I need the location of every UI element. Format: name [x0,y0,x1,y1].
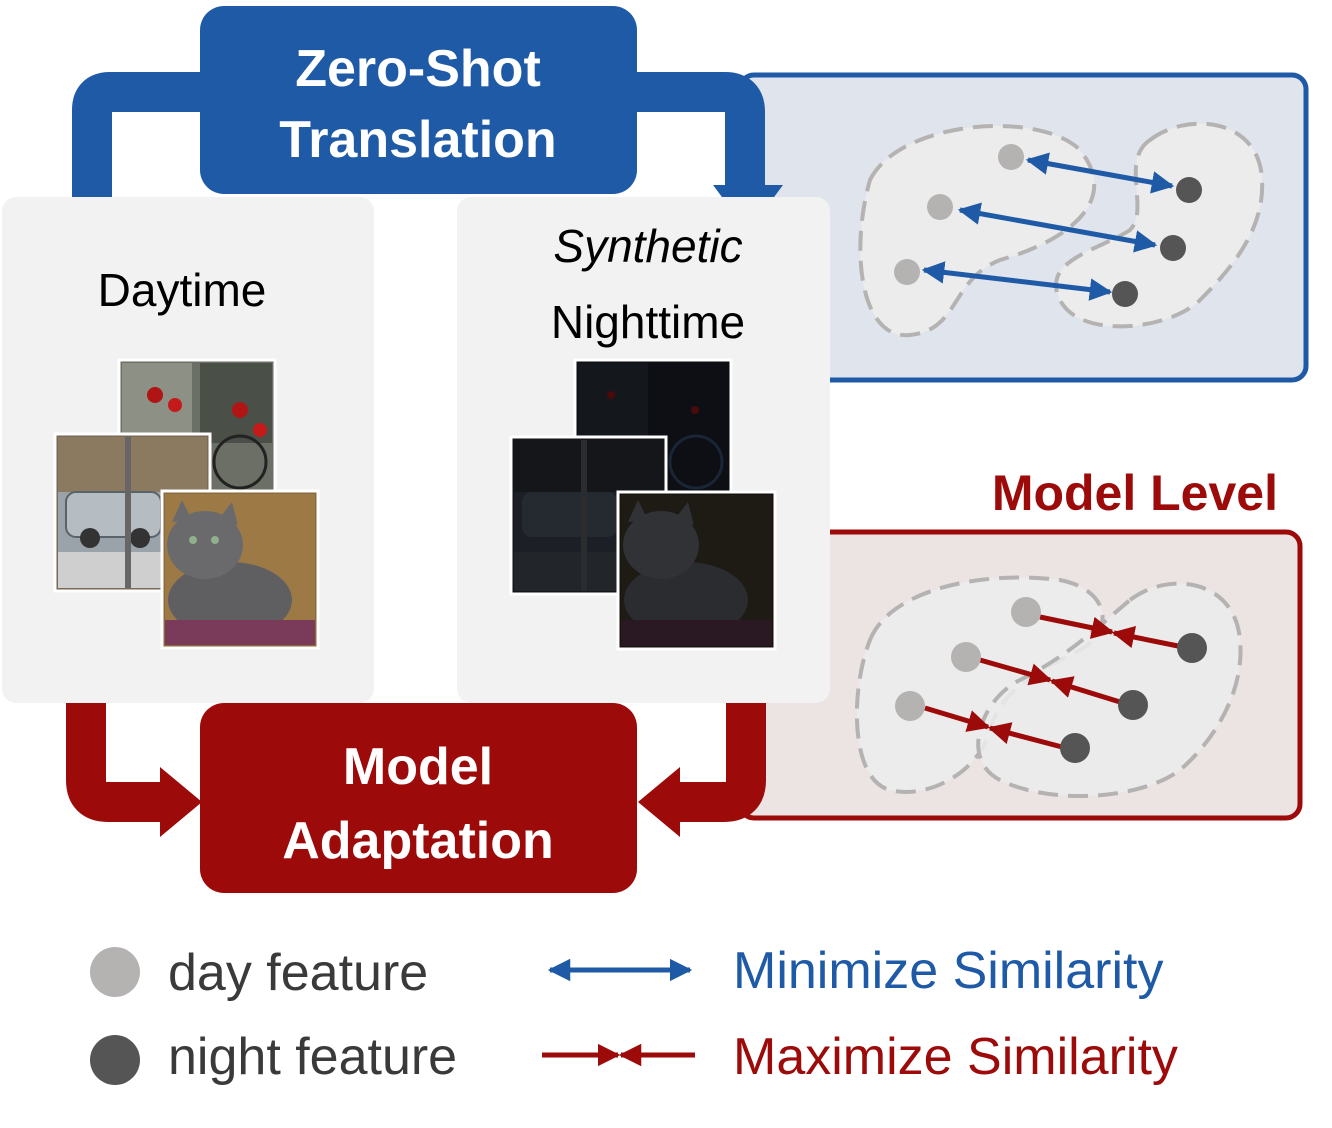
night-feature-dot [1060,733,1090,763]
legend-night-dot [90,1035,140,1085]
model-label: Model [343,738,493,796]
legend-maximize-text: Maximize Similarity [733,1028,1178,1086]
daytime-title: Daytime [98,264,267,316]
adaptation-arrowhead-left [160,767,202,837]
night-feature-dot [1118,690,1148,720]
day-feature-dot [895,691,925,721]
minimize-arrow-3 [921,261,1113,301]
model-level-label: Model Level [992,465,1278,521]
legend-day-dot [90,947,140,997]
adaptation-flow-left [66,700,170,822]
translation-label: Translation [279,111,556,169]
cat-night-photo [616,490,777,651]
maximize-arrow-2a [979,657,1053,686]
adaptation-label: Adaptation [282,812,554,870]
day-feature-dot [998,144,1024,170]
adaptation-flow-right [675,700,766,822]
night-feature-dot [1160,235,1186,261]
minimize-arrow-2 [957,202,1158,253]
night-feature-dot [1176,177,1202,203]
night-feature-dot [1112,281,1138,307]
adaptation-arrowhead-right [638,767,680,837]
maximize-arrow-3b [987,722,1063,750]
night-feature-dot [1177,633,1207,663]
synthetic-title: Synthetic [553,220,742,272]
cat-photo [160,489,320,650]
nighttime-title: Nighttime [551,296,745,348]
zero-shot-label: Zero-Shot [295,40,541,98]
maximize-arrow-2b [1049,676,1121,705]
day-feature-dot [894,259,920,285]
zero-shot-translation-box [200,6,637,194]
legend-day-text: day feature [168,944,428,1002]
legend-night-text: night feature [168,1028,457,1086]
day-feature-dot [927,194,953,220]
maximize-arrow-3a [924,705,991,732]
minimize-arrow-1 [1025,152,1175,194]
day-feature-dot [951,642,981,672]
day-feature-dot [1011,597,1041,627]
maximize-arrow-1b [1111,626,1179,649]
model-adaptation-box [200,703,637,893]
maximize-arrow-1a [1039,614,1115,639]
legend-minimize-text: Minimize Similarity [733,942,1163,1000]
